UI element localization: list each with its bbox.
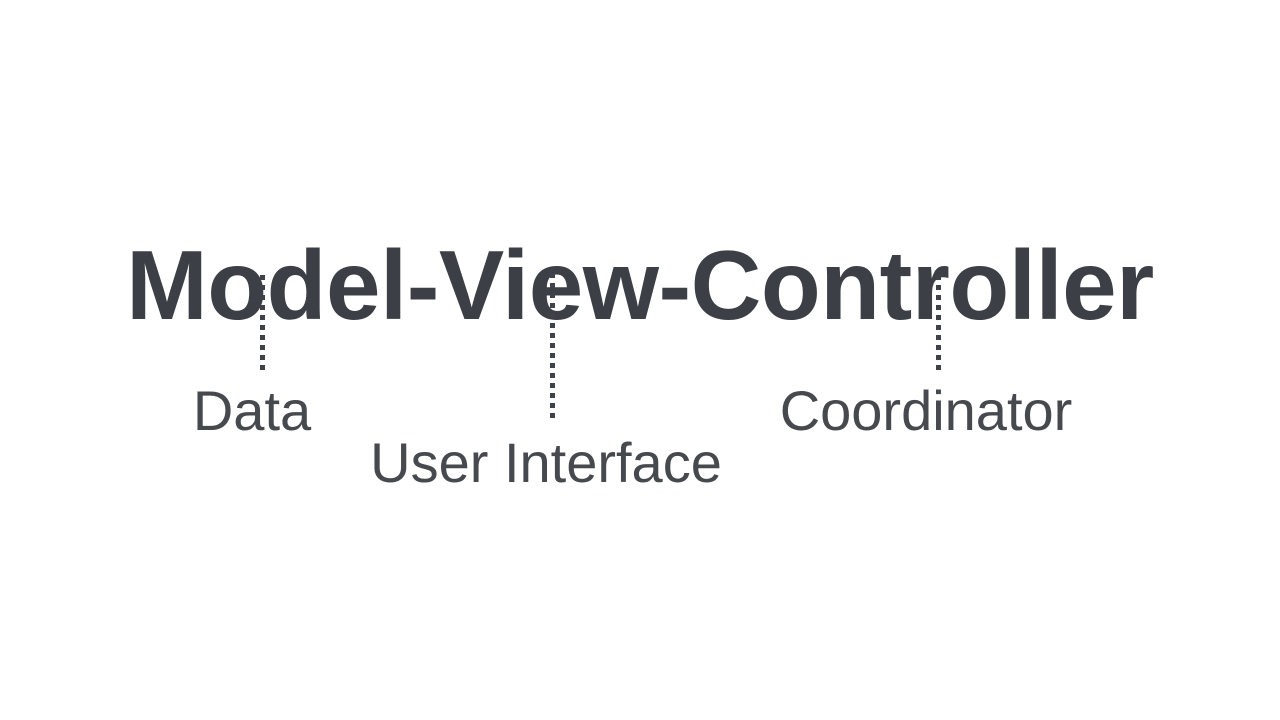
dotted-connector-controller (936, 275, 941, 370)
label-coordinator: Coordinator (779, 379, 1073, 442)
label-data: Data (192, 379, 312, 442)
slide-title: Model-View-Controller (126, 229, 1154, 340)
dotted-connector-view (550, 273, 555, 423)
label-user-interface: User Interface (370, 431, 722, 494)
dotted-connector-model (260, 275, 265, 370)
